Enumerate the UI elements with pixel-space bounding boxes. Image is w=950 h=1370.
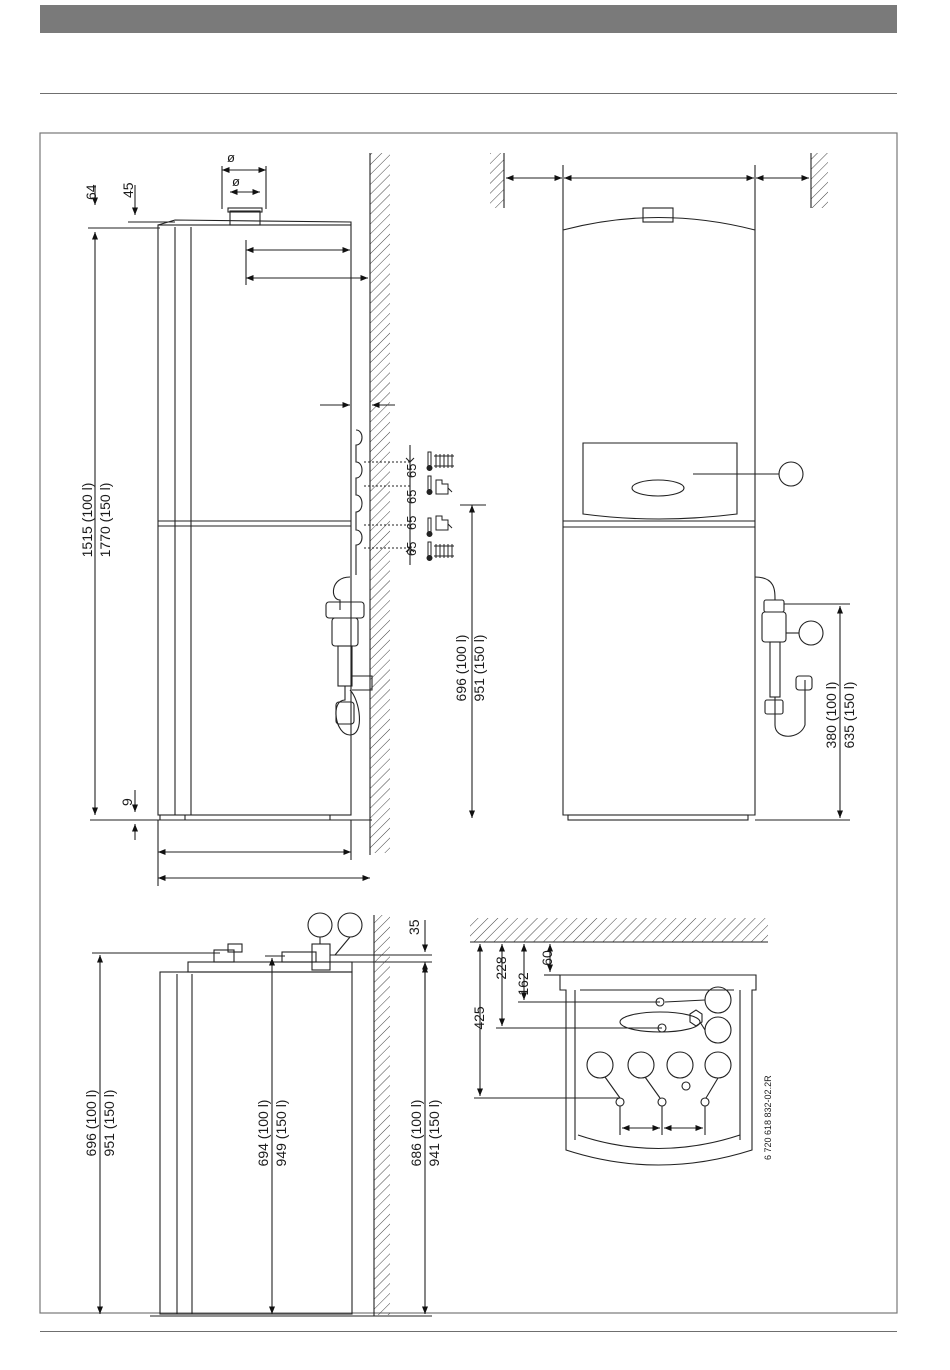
- dim-trap-150: 635 (150 l): [841, 682, 857, 749]
- dim-lower-h-150: 951 (150 l): [101, 1090, 117, 1157]
- lower-wall-hatch: [374, 915, 390, 1315]
- dim-trap-100: 380 (100 l): [823, 682, 839, 749]
- dim-lower-h-100: 696 (100 l): [83, 1090, 99, 1157]
- dim-lower-mid-100: 694 (100 l): [255, 1100, 271, 1167]
- dim-conn-height-100: 696 (100 l): [453, 635, 469, 702]
- symbol-dhw-outlet-icon: [427, 476, 452, 495]
- dim-pitch-2: 65: [404, 490, 419, 504]
- dim-lower-wall-100: 686 (100 l): [408, 1100, 424, 1167]
- drawing-reference: 6 720 618 832-02.2R: [763, 1075, 773, 1160]
- side-wall-hatch: [370, 153, 390, 853]
- side-unit-body: [158, 225, 351, 815]
- symbol-heating-flow-icon: [427, 452, 454, 471]
- front-control-panel: [583, 443, 737, 519]
- symbol-dhw-inlet-icon: [427, 516, 452, 537]
- dim-9: 9: [119, 798, 135, 806]
- dim-35: 35: [406, 919, 422, 935]
- dim-45: 45: [120, 182, 136, 198]
- dim-height-150: 1770 (150 l): [97, 483, 113, 558]
- callout-lower-a: [308, 913, 332, 937]
- dim-60: 60: [539, 950, 555, 966]
- front-right-wall-hatch: [811, 153, 828, 208]
- callout-top-3: [587, 1052, 613, 1078]
- dim-228: 228: [493, 956, 509, 980]
- front-left-wall-hatch: [490, 153, 504, 208]
- dim-425: 425: [471, 1006, 487, 1030]
- dim-height-100: 1515 (100 l): [79, 483, 95, 558]
- callout-top-2: [705, 1017, 731, 1043]
- dim-pitch-3: 65: [404, 516, 419, 530]
- side-view-labels: 64 45 1515 (100 l) 1770 (150 l) 9 65 65 …: [79, 150, 487, 806]
- front-view: [490, 153, 850, 820]
- dim-diameter-inner: ø: [232, 174, 240, 189]
- dim-pitch-4: 65: [404, 542, 419, 556]
- top-wall-hatch: [470, 918, 768, 942]
- side-flue: [230, 211, 260, 225]
- dim-lower-wall-150: 941 (150 l): [426, 1100, 442, 1167]
- callout-control: [779, 462, 803, 486]
- callout-siphon: [799, 621, 823, 645]
- callout-top-1: [705, 987, 731, 1013]
- top-unit-outline: [560, 975, 756, 1165]
- callout-top-6: [705, 1052, 731, 1078]
- callout-top-5: [667, 1052, 693, 1078]
- callout-top-4: [628, 1052, 654, 1078]
- symbol-heating-return-icon: [427, 542, 454, 561]
- side-view: [88, 153, 486, 886]
- front-unit-body: [563, 218, 755, 816]
- dim-lower-mid-150: 949 (150 l): [273, 1100, 289, 1167]
- callout-lower-b: [338, 913, 362, 937]
- dim-64: 64: [83, 184, 99, 200]
- dim-pitch-1: 65: [404, 464, 419, 478]
- dim-diameter-outer: ø: [227, 150, 235, 165]
- dim-162: 162: [515, 972, 531, 996]
- top-view: [470, 918, 768, 1165]
- dim-conn-height-150: 951 (150 l): [471, 635, 487, 702]
